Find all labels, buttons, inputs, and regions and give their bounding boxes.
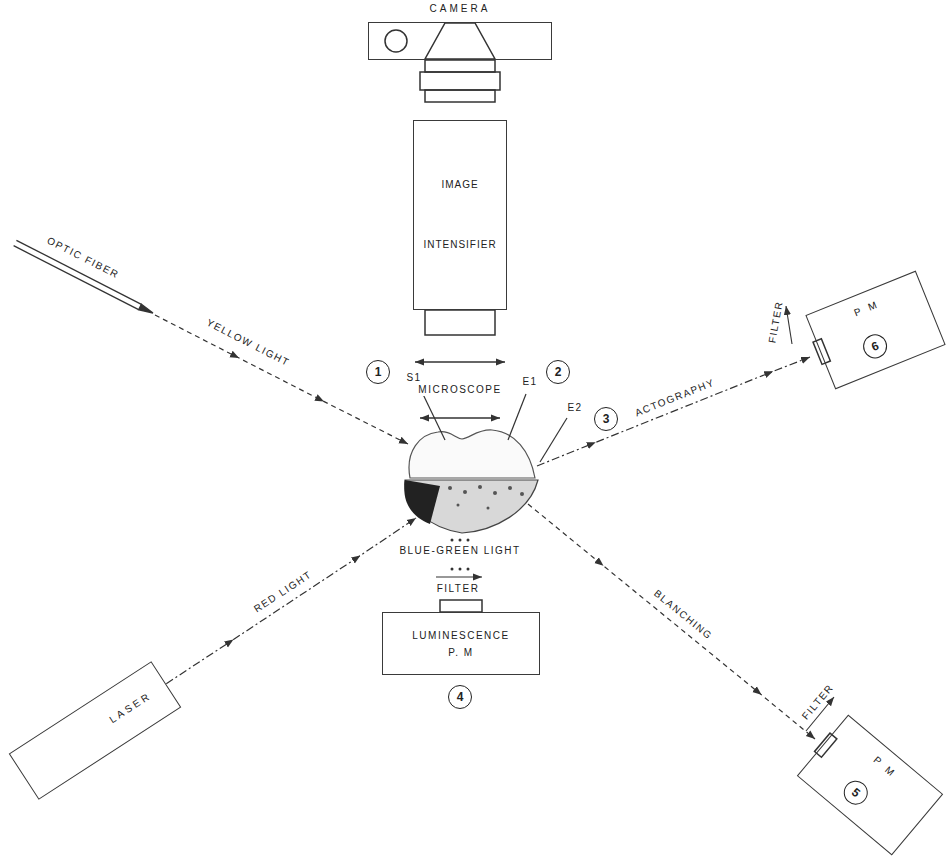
callout-number: 1 [366, 360, 390, 384]
filter-arrow [436, 576, 482, 577]
intensifier-lens [425, 310, 495, 335]
callout-number: 6 [859, 331, 890, 362]
box-label: P M [810, 281, 923, 336]
callout-number: 4 [448, 685, 472, 709]
photomultiplier-box: P M5 [797, 715, 943, 856]
callout-text: 1 [375, 365, 382, 379]
box-label: IMAGE INTENSIFIER [421, 155, 499, 275]
yellow-beam [155, 315, 408, 444]
callout-text: 5 [849, 785, 863, 800]
callout-text: 4 [457, 690, 464, 704]
camera-body [385, 23, 500, 335]
callout-text: 2 [555, 365, 562, 379]
sample-spots [448, 485, 524, 510]
electrode-label: S1 [404, 372, 423, 384]
part-label: MICROSCOPE [416, 384, 503, 396]
electrode-wire [540, 418, 567, 462]
pm-filter [815, 733, 837, 757]
light-beams [155, 315, 815, 739]
electrode-label: E2 [565, 402, 584, 414]
focus-arrow [415, 361, 505, 362]
filter-arrow [786, 306, 792, 344]
electrodes [420, 388, 567, 462]
box-label: LUMINESCENCE P. M [406, 627, 516, 661]
box-label: CAMERA [369, 3, 551, 15]
electrode-label: E1 [520, 376, 539, 388]
microscope-arrows [415, 362, 505, 418]
sample-lower [405, 480, 538, 533]
laser-box: LASER [9, 661, 182, 800]
callout-number: 3 [594, 407, 618, 431]
camera-lens [425, 90, 495, 102]
beam-label: BLUE-GREEN LIGHT [397, 545, 522, 557]
focus-arrow [420, 417, 500, 418]
photomultiplier-box: P M 6 [805, 271, 945, 390]
red-beam [166, 518, 416, 684]
sample-dark-part [404, 480, 440, 524]
sample-dome [409, 430, 535, 478]
callout-number: 5 [839, 776, 873, 810]
camera-prism [425, 23, 495, 59]
filter-label: FILTER [435, 583, 482, 595]
photomultiplier-box: LUMINESCENCE P. M [382, 612, 540, 675]
actography-beam [537, 357, 810, 466]
blanching-beam [528, 504, 815, 739]
callout-number: 2 [546, 360, 570, 384]
electrode-wire [508, 394, 526, 440]
filter-label: FILTER [766, 298, 786, 346]
pm-filter [813, 339, 830, 365]
beam-label: BLANCHING [650, 586, 716, 643]
box-label: LASER [107, 689, 153, 724]
filter-symbol [440, 600, 482, 612]
camera-lens [425, 60, 495, 72]
callout-text: 6 [869, 339, 880, 354]
camera-dial [385, 30, 407, 52]
intensifier-box: IMAGE INTENSIFIER [413, 120, 507, 310]
fiber-tip [139, 304, 153, 313]
camera-lens [420, 72, 500, 90]
beam-label: YELLOW LIGHT [203, 316, 294, 370]
camera-box: CAMERA [368, 22, 552, 60]
callout-text: 3 [603, 412, 610, 426]
sample-organism [404, 430, 538, 533]
